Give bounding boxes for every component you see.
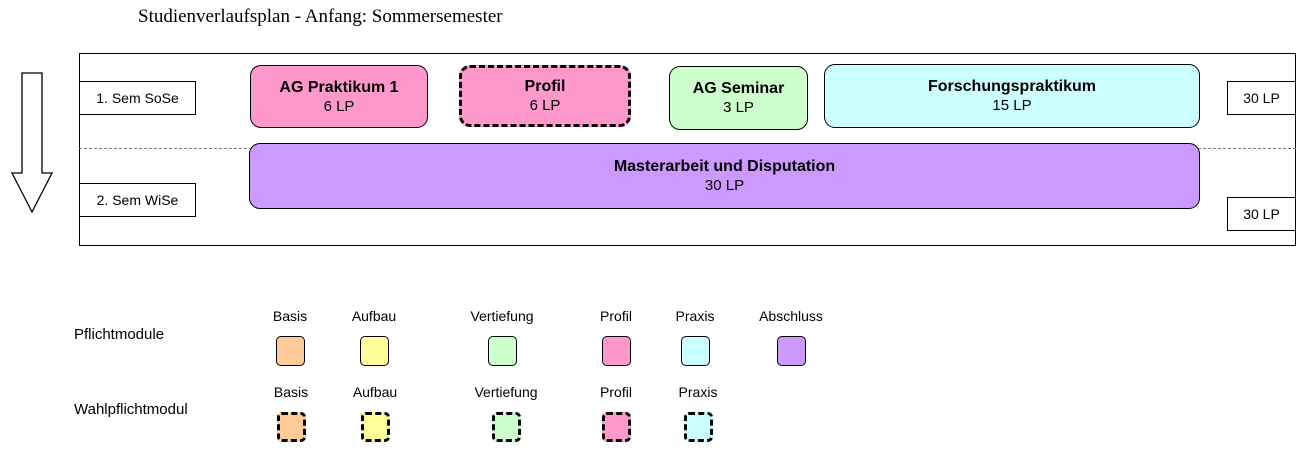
module-ag-seminar: AG Seminar 3 LP	[669, 66, 808, 130]
legend-pflicht-profil: Profil	[566, 307, 666, 366]
legend-item-label: Vertiefung	[470, 308, 534, 324]
legend-item-label: Praxis	[678, 384, 718, 400]
legend-swatch	[275, 336, 305, 366]
legend-pflicht-basis: Basis	[240, 307, 340, 366]
module-name: Masterarbeit und Disputation	[613, 158, 836, 175]
legend-swatch	[683, 412, 713, 442]
legend-pflicht-label: Pflichtmodule	[74, 326, 165, 343]
semester-plan-frame	[79, 53, 1296, 246]
module-lp: 6 LP	[529, 97, 561, 114]
legend-pflicht-aufbau: Aufbau	[324, 307, 424, 366]
legend-swatch	[601, 336, 631, 366]
semester-1-lp: 30 LP	[1227, 81, 1296, 115]
down-arrow-icon	[11, 72, 53, 214]
module-forschungspraktikum: Forschungspraktikum 15 LP	[824, 64, 1200, 128]
legend-wahlpflicht-basis: Basis	[241, 383, 341, 442]
legend-wahlpflicht-profil: Profil	[566, 383, 666, 442]
semester-2-label: 2. Sem WiSe	[79, 183, 196, 217]
legend-item-label: Aufbau	[352, 384, 398, 400]
legend-item-label: Abschluss	[759, 308, 823, 324]
legend-swatch	[491, 412, 521, 442]
legend-item-label: Basis	[272, 308, 308, 324]
legend-wahlpflicht-praxis: Praxis	[648, 383, 748, 442]
legend-swatch	[487, 336, 517, 366]
module-name: AG Seminar	[692, 80, 785, 97]
semester-1-label: 1. Sem SoSe	[79, 81, 196, 115]
module-lp: 6 LP	[323, 97, 355, 115]
legend-pflicht-vertiefung: Vertiefung	[452, 307, 552, 366]
module-lp: 15 LP	[992, 97, 1032, 114]
legend-swatch	[360, 412, 390, 442]
legend-item-label: Profil	[600, 308, 632, 324]
legend-item-label: Aufbau	[351, 308, 397, 324]
module-profil: Profil 6 LP	[459, 65, 631, 127]
legend-swatch	[359, 336, 389, 366]
legend-pflicht-abschluss: Abschluss	[741, 307, 841, 366]
page-title: Studienverlaufsplan - Anfang: Sommerseme…	[138, 6, 503, 27]
module-masterarbeit: Masterarbeit und Disputation 30 LP	[249, 143, 1200, 209]
module-name: AG Praktikum 1	[279, 78, 399, 96]
module-ag-praktikum-1: AG Praktikum 1 6 LP	[250, 65, 428, 128]
module-lp: 30 LP	[704, 177, 745, 194]
module-name: Forschungspraktikum	[927, 78, 1097, 95]
legend-item-label: Profil	[600, 384, 632, 400]
legend-swatch	[680, 336, 710, 366]
semester-2-lp: 30 LP	[1227, 197, 1296, 231]
legend-swatch	[601, 412, 631, 442]
module-lp: 3 LP	[723, 99, 754, 116]
legend-wahlpflicht-label: Wahlpflichtmodul	[74, 401, 188, 418]
legend-item-label: Praxis	[675, 308, 715, 324]
legend-wahlpflicht-vertiefung: Vertiefung	[456, 383, 556, 442]
legend-item-label: Basis	[273, 384, 309, 400]
legend-swatch	[276, 412, 306, 442]
legend-item-label: Vertiefung	[474, 384, 538, 400]
legend-wahlpflicht-aufbau: Aufbau	[325, 383, 425, 442]
module-name: Profil	[524, 78, 566, 95]
legend-swatch	[776, 336, 806, 366]
legend-pflicht-praxis: Praxis	[645, 307, 745, 366]
